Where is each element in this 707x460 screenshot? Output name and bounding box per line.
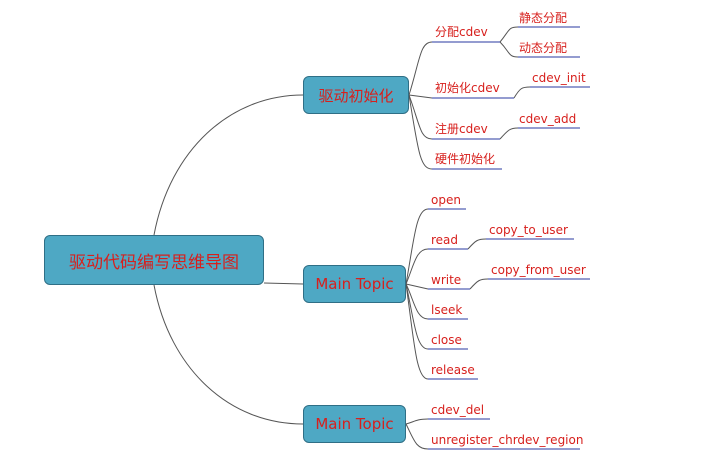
connector-t3-cdevdel [405, 418, 429, 425]
leaf-read[interactable]: read [431, 233, 459, 247]
connector-t3-unregister [405, 423, 429, 450]
connector-root-topic3 [153, 284, 304, 425]
connector-t2-read [405, 248, 429, 285]
connector-root-topic1 [153, 94, 304, 236]
connector-t1-init [408, 94, 433, 99]
leaf-unregister-chrdev-region[interactable]: unregister_chrdev_region [431, 433, 584, 447]
leaf-static-alloc[interactable]: 静态分配 [519, 11, 568, 25]
topic-cleanup[interactable]: Main Topic [303, 405, 406, 443]
connector-read-copytouser [467, 238, 487, 250]
leaf-copy-from-user[interactable]: copy_from_user [491, 263, 586, 277]
leaf-cdev-add[interactable]: cdev_add [519, 112, 577, 126]
connector-t1-alloc [408, 41, 433, 96]
leaf-release[interactable]: release [431, 363, 475, 377]
connector-t2-close [405, 283, 429, 350]
leaf-cdev-init[interactable]: cdev_init [532, 71, 586, 85]
subtopic-hardware-init[interactable]: 硬件初始化 [435, 152, 496, 166]
connector-alloc-dynamic [499, 41, 519, 58]
leaf-cdev-del[interactable]: cdev_del [431, 403, 485, 417]
connector-t2-write [405, 283, 429, 290]
connector-register-cdevadd [499, 127, 519, 140]
leaf-copy-to-user[interactable]: copy_to_user [489, 223, 568, 237]
topic-file-operations[interactable]: Main Topic [303, 265, 406, 303]
leaf-close[interactable]: close [431, 333, 462, 347]
connector-t1-hw [408, 94, 433, 170]
leaf-lseek[interactable]: lseek [431, 303, 463, 317]
connector-t2-release [405, 283, 429, 380]
subtopic-alloc-cdev[interactable]: 分配cdev [435, 25, 488, 39]
topic-driver-init[interactable]: 驱动初始化 [303, 76, 409, 114]
connector-alloc-static [499, 26, 519, 43]
subtopic-register-cdev[interactable]: 注册cdev [435, 122, 488, 136]
connector-t2-open [405, 208, 429, 285]
connector-root-topic2 [263, 282, 304, 285]
connector-t2-lseek [405, 283, 429, 320]
subtopic-init-cdev[interactable]: 初始化cdev [435, 81, 500, 95]
connector-t1-register [408, 94, 433, 140]
connector-init-cdevinit [513, 86, 531, 99]
leaf-write[interactable]: write [431, 273, 462, 287]
root-node[interactable]: 驱动代码编写思维导图 [44, 235, 264, 285]
connector-write-copyfromuser [469, 278, 489, 290]
leaf-open[interactable]: open [431, 193, 461, 207]
leaf-dynamic-alloc[interactable]: 动态分配 [519, 41, 568, 55]
